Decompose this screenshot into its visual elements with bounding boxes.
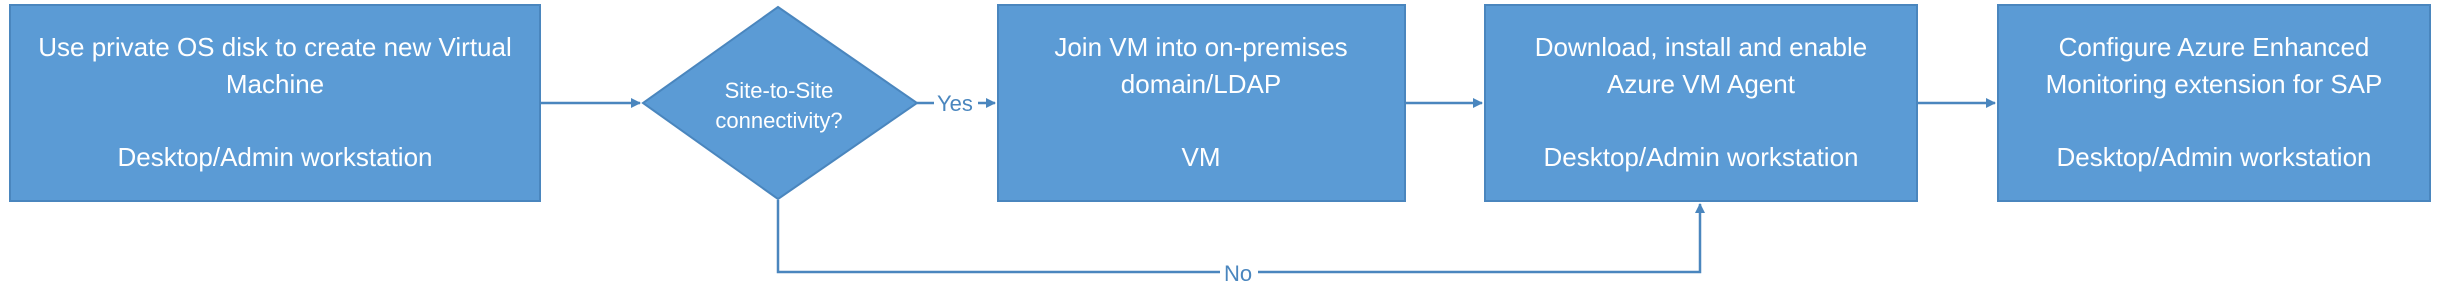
step-box-bg [997,4,1406,202]
step-box-bg [9,4,541,202]
step-title-line1: Use private OS disk to create new Virtua… [38,32,512,62]
step-location: Desktop/Admin workstation [1543,142,1858,172]
step-title-line2: Monitoring extension for SAP [2046,69,2383,99]
yes-label-backdrop [934,87,978,117]
decision-line2: connectivity? [715,108,842,133]
step-box-join-domain: Join VM into on-premises domain/LDAP VM [997,4,1406,202]
step-location: VM [1182,142,1221,172]
decision-line1: Site-to-Site [725,78,834,103]
step-title-line1: Configure Azure Enhanced [2059,32,2370,62]
step-box-bg [1997,4,2431,202]
step-title-line2: Machine [226,69,324,99]
yes-label: Yes [937,91,973,116]
step-location: Desktop/Admin workstation [2056,142,2371,172]
step-title-line2: Azure VM Agent [1607,69,1796,99]
decision-diamond-bg [641,5,919,201]
step-box-configure-monitoring: Configure Azure Enhanced Monitoring exte… [1997,4,2431,202]
no-label-backdrop [1220,259,1258,287]
step-title-line1: Download, install and enable [1535,32,1867,62]
step-box-bg [1484,4,1918,202]
step-box-install-agent: Download, install and enable Azure VM Ag… [1484,4,1918,202]
step-title-line1: Join VM into on-premises [1054,32,1347,62]
step-location: Desktop/Admin workstation [117,142,432,172]
decision-site-to-site: Site-to-Site connectivity? [641,5,919,201]
step-box-create-vm: Use private OS disk to create new Virtua… [9,4,541,202]
no-label: No [1224,261,1252,286]
step-title-line2: domain/LDAP [1121,69,1281,99]
